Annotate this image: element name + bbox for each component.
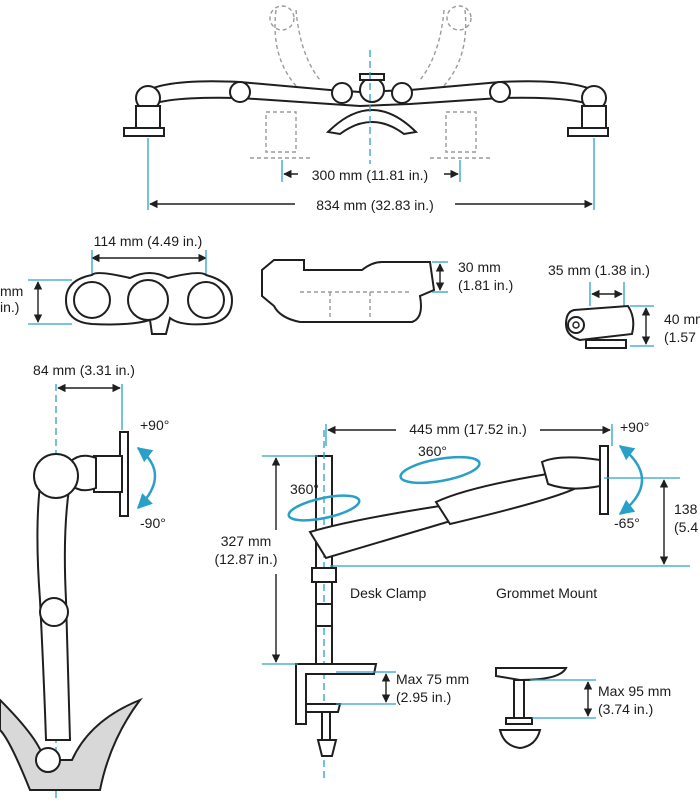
arm-side-view: 445 mm (17.52 in.) 360° 360° [214,419,698,780]
swivel-right-icon [399,455,481,485]
tilt-arc-icon [136,447,157,510]
clamp-detail: 35 mm (1.38 in.) 40 mm (1.57 [548,262,700,349]
desk-clamp-max-in: (2.95 in.) [396,689,451,705]
side-tilt-up: +90° [140,417,169,433]
top-bracket-detail: 114 mm (4.49 in.) mm in.) [0,233,234,335]
dimension-width-total: 834 mm (32.83 in.) [316,197,434,213]
dimension-bracket-height: 30 mm [458,259,501,275]
dimension-arm-reach: 445 mm (17.52 in.) [409,421,527,437]
swivel-left-icon [287,494,361,522]
dimension-pole-height-mm: 327 mm [221,533,272,549]
dimension-width-inner: 300 mm (11.81 in.) [312,167,428,183]
desk-clamp-max-mm: Max 75 mm [396,671,469,687]
top-view: 300 mm (11.81 in.) 834 mm (32.83 in.) [123,5,609,213]
dimension-bracket-height-in: (1.81 in.) [458,277,513,293]
grommet-mount-label: Grommet Mount [496,585,597,601]
dimension-left-height-mm: mm [0,283,23,299]
dimension-right-height-in: (5.4 [674,519,698,535]
swivel-left-label: 360° [290,481,319,497]
grommet-max-in: (3.74 in.) [598,701,653,717]
right-tilt-arc-icon [618,445,644,515]
dimension-spacing-top: 114 mm (4.49 in.) [94,233,203,249]
dimension-pole-height-in: (12.87 in.) [214,551,277,567]
side-tilt-down: -90° [140,515,166,531]
base-plate-detail: 30 mm (1.81 in.) [261,259,513,323]
dimension-clamp-width: 35 mm (1.38 in.) [548,262,650,278]
dimension-right-height-mm: 138 [674,501,698,517]
grommet-max-mm: Max 95 mm [598,683,671,699]
side-view: 84 mm (3.31 in.) +90° -90° [0,362,169,800]
desk-clamp-label: Desk Clamp [350,585,426,601]
dimension-clamp-height: 40 mm [664,311,700,327]
right-tilt-up: +90° [620,419,649,435]
dimension-side-offset: 84 mm (3.31 in.) [33,362,135,378]
dimension-left-height-in: in.) [0,299,19,315]
dimension-clamp-height-in: (1.57 [664,329,696,345]
swivel-right-label: 360° [418,443,447,459]
right-tilt-down: -65° [614,515,640,531]
